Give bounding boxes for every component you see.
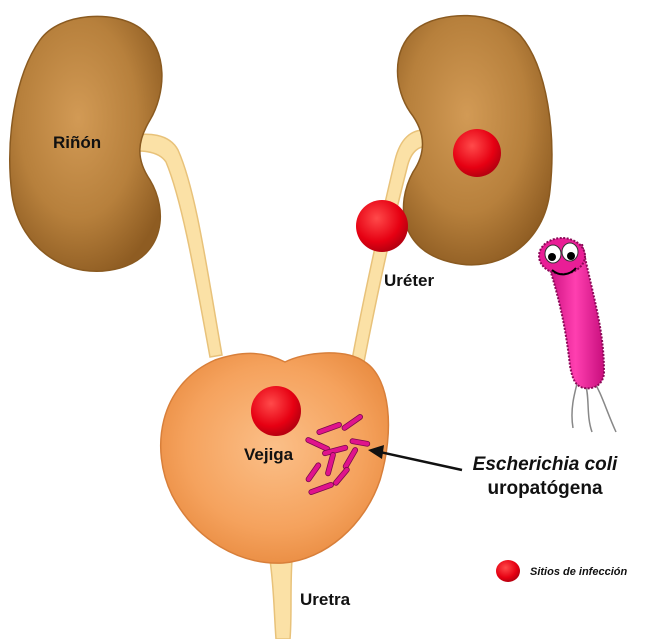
legend: Sitios de infección (496, 560, 627, 582)
ecoli-cartoon (539, 238, 616, 432)
infection-site-ureter (356, 200, 408, 252)
bacteria-arrow (380, 452, 462, 470)
label-urethra: Uretra (300, 590, 351, 609)
infection-site-kidney (453, 129, 501, 177)
urethra (270, 560, 292, 639)
label-bacteria-type: uropatógena (487, 478, 602, 499)
legend-infection-label: Sitios de infección (530, 566, 627, 578)
label-bacteria-name: Escherichia coli (473, 454, 618, 475)
infection-site-bladder (251, 386, 301, 436)
label-ureter: Uréter (384, 271, 434, 290)
legend-infection-marker (496, 560, 520, 582)
label-bladder: Vejiga (244, 445, 294, 464)
label-kidney: Riñón (53, 133, 101, 152)
